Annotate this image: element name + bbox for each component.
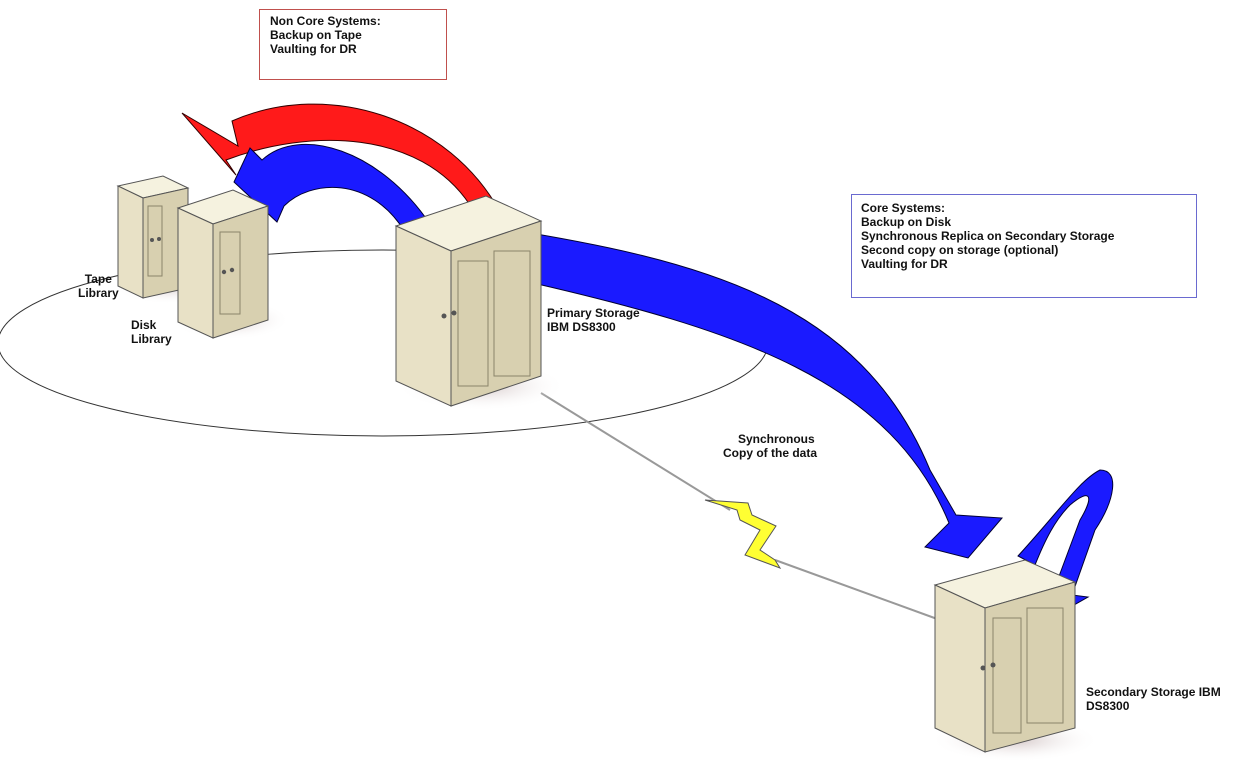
core-line: Second copy on storage (optional) [861,243,1059,257]
sync-copy-label-line: Copy of the data [723,446,818,460]
sync-link [540,392,941,621]
non-core-systems-callout: Non Core Systems: Backup on Tape Vaultin… [259,9,447,80]
primary-storage-label-line: Primary Storage [547,306,640,320]
tape-library-label-line: Library [78,286,119,300]
secondary-storage-label: Secondary Storage IBM DS8300 [1086,685,1221,713]
blue-arrow-to-disk [233,144,431,233]
non-core-line: Backup on Tape [270,28,362,42]
secondary-storage-server [930,559,1100,760]
sync-copy-label-line: Synchronous [738,432,815,446]
secondary-storage-label-line: DS8300 [1086,699,1130,713]
tape-library-label-line: Tape [84,272,112,286]
sync-copy-label: Synchronous Copy of the data [723,432,817,460]
disk-library-label-line: Library [131,332,172,346]
secondary-storage-label-line: Secondary Storage IBM [1086,685,1221,699]
core-line: Synchronous Replica on Secondary Storage [861,229,1115,243]
core-line: Vaulting for DR [861,257,948,271]
tape-library-label: Tape Library [78,272,119,300]
core-systems-callout: Core Systems: Backup on Disk Synchronous… [851,194,1197,298]
red-arrow-to-tape [181,103,501,213]
core-line: Core Systems: [861,201,946,215]
non-core-line: Non Core Systems: [270,14,381,28]
primary-storage-server [394,195,566,411]
blue-arrow-to-secondary [499,227,1004,559]
primary-storage-label: Primary Storage IBM DS8300 [547,306,640,334]
disk-library-label: Disk Library [131,318,172,346]
disk-library-server [170,189,290,340]
primary-storage-label-line: IBM DS8300 [547,320,616,334]
non-core-line: Vaulting for DR [270,42,357,56]
lightning-bolt-icon [704,499,782,569]
core-line: Backup on Disk [861,215,952,229]
disk-library-label-line: Disk [131,318,157,332]
